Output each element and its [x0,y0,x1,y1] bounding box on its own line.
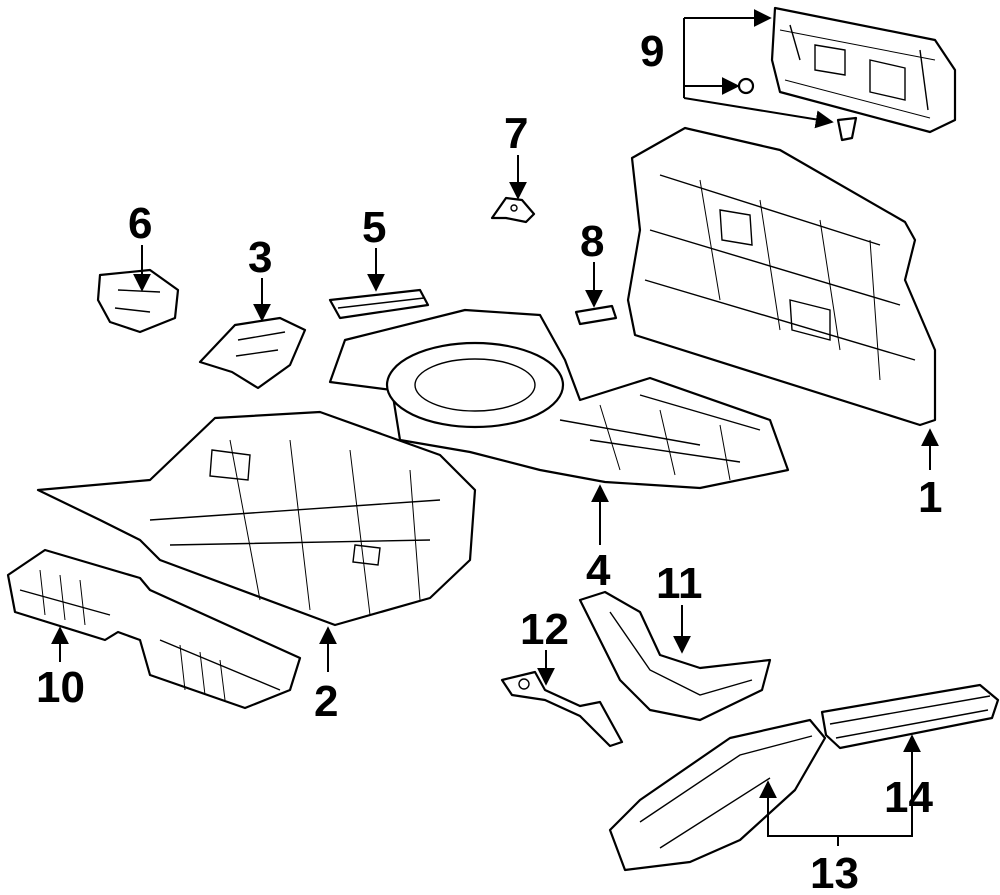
callout-1: 1 [918,473,942,522]
part-6-bracket [96,268,180,334]
callout-13: 13 [810,849,859,895]
part-3-panel [198,316,307,390]
callout-12: 12 [520,605,569,654]
part-5-crossmember [328,288,430,320]
callout-11: 11 [656,559,703,608]
part-8-pad [574,304,618,326]
callout-14: 14 [884,773,933,822]
part-4-rear-floor [328,308,790,490]
callout-9: 9 [640,27,664,76]
part-12-strap [500,670,624,748]
callout-7: 7 [504,109,528,158]
part-10-sill [6,548,302,710]
leader-lines [51,9,939,846]
callout-6: 6 [128,199,152,248]
callout-3: 3 [248,233,272,282]
callout-4: 4 [586,546,611,595]
part-7-bracket [490,196,536,224]
part-2-front-floor [36,410,477,627]
part-13-rear-rail [608,718,827,872]
callout-8: 8 [580,217,604,266]
part-1-back-panel [626,126,937,427]
part-9-rear-panel [737,6,957,142]
callout-2: 2 [314,677,338,726]
callout-10: 10 [36,663,85,712]
part-11-bracket [578,590,772,722]
callout-labels: 1 2 3 4 5 6 7 8 9 10 11 12 13 14 [36,27,942,895]
part-14-front-rail [820,683,1000,750]
callout-5: 5 [362,203,386,252]
